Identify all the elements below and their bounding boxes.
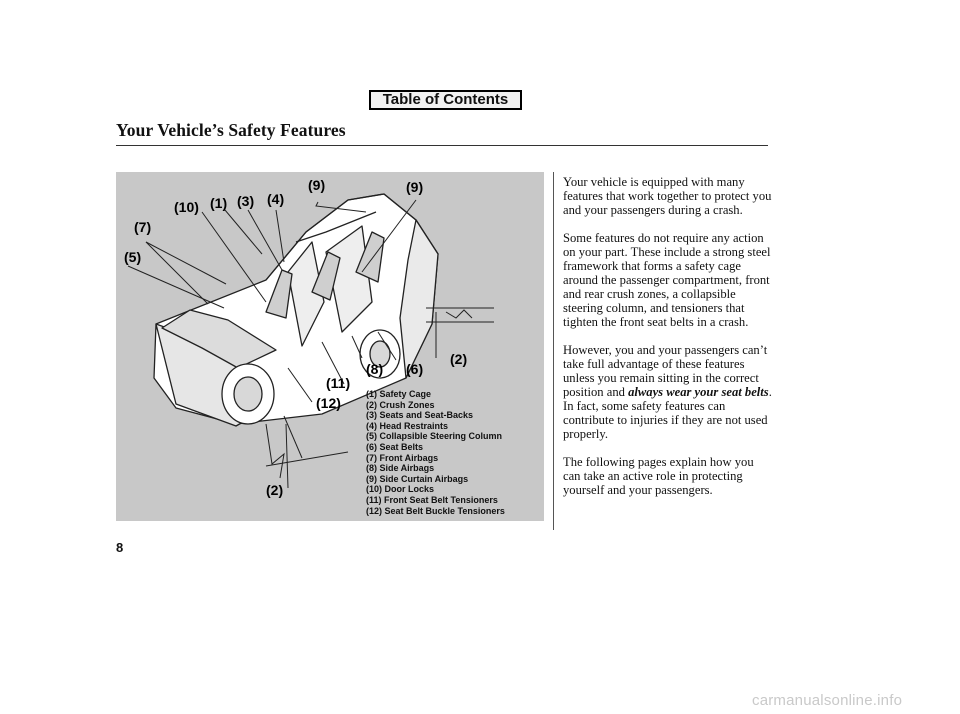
callout-12: (12) xyxy=(316,395,341,411)
callout-7: (7) xyxy=(134,219,152,235)
paragraph-text: . In fact, some safety features can cont… xyxy=(563,385,772,441)
legend-item: (3) Seats and Seat-Backs xyxy=(366,410,474,421)
body-text: Your vehicle is equipped with many featu… xyxy=(563,175,773,511)
watermark: carmanualsonline.info xyxy=(752,692,903,709)
callout-3: (3) xyxy=(237,193,255,209)
column-divider xyxy=(553,172,554,530)
emphasis-always-wear-seat-belts: always wear your seat belts xyxy=(628,385,769,399)
title-rule xyxy=(116,145,768,146)
callout-2-bottom: (2) xyxy=(266,482,284,498)
legend-item: (1) Safety Cage xyxy=(366,389,432,399)
page-title: Your Vehicle’s Safety Features xyxy=(116,120,346,140)
legend-item: (11) Front Seat Belt Tensioners xyxy=(366,494,498,505)
legend-item: (4) Head Restraints xyxy=(366,420,449,431)
vehicle-illustration xyxy=(127,193,494,489)
paragraph-intro: Your vehicle is equipped with many featu… xyxy=(563,175,772,217)
paragraph-seat-belt-warning: However, you and your passengers can’t t… xyxy=(563,343,773,441)
page-number: 8 xyxy=(116,540,124,555)
callout-1: (1) xyxy=(210,195,228,211)
callout-11: (11) xyxy=(326,375,351,391)
callout-4: (4) xyxy=(267,191,285,207)
callout-5: (5) xyxy=(124,249,142,265)
callout-2-right: (2) xyxy=(450,351,468,367)
callout-8: (8) xyxy=(366,361,384,377)
legend-item: (2) Crush Zones xyxy=(366,399,435,410)
legend-item: (5) Collapsible Steering Column xyxy=(366,431,503,442)
legend-item: (8) Side Airbags xyxy=(366,463,435,474)
legend-item: (9) Side Curtain Airbags xyxy=(366,473,469,484)
callout-6: (6) xyxy=(406,361,424,377)
legend-item: (12) Seat Belt Buckle Tensioners xyxy=(366,505,505,516)
callout-9-top-right: (9) xyxy=(406,179,424,195)
legend-item: (6) Seat Belts xyxy=(366,441,424,452)
figure-legend: (1) Safety Cage (2) Crush Zones (3) Seat… xyxy=(366,389,505,516)
paragraph-passive-features: Some features do not require any action … xyxy=(563,231,771,329)
table-of-contents-button[interactable]: Table of Contents xyxy=(369,90,522,110)
safety-features-figure: (9) (9) (10) (1) (3) (4) (7) (5) (2) (8)… xyxy=(116,172,544,521)
callout-10: (10) xyxy=(174,199,199,215)
callout-9-top-left: (9) xyxy=(308,177,326,193)
legend-item: (10) Door Locks xyxy=(366,484,435,495)
paragraph-text: However, you and your passengers can’t t… xyxy=(563,343,768,399)
legend-item: (7) Front Airbags xyxy=(366,452,439,463)
paragraph-following-pages: The following pages explain how you can … xyxy=(563,455,754,497)
